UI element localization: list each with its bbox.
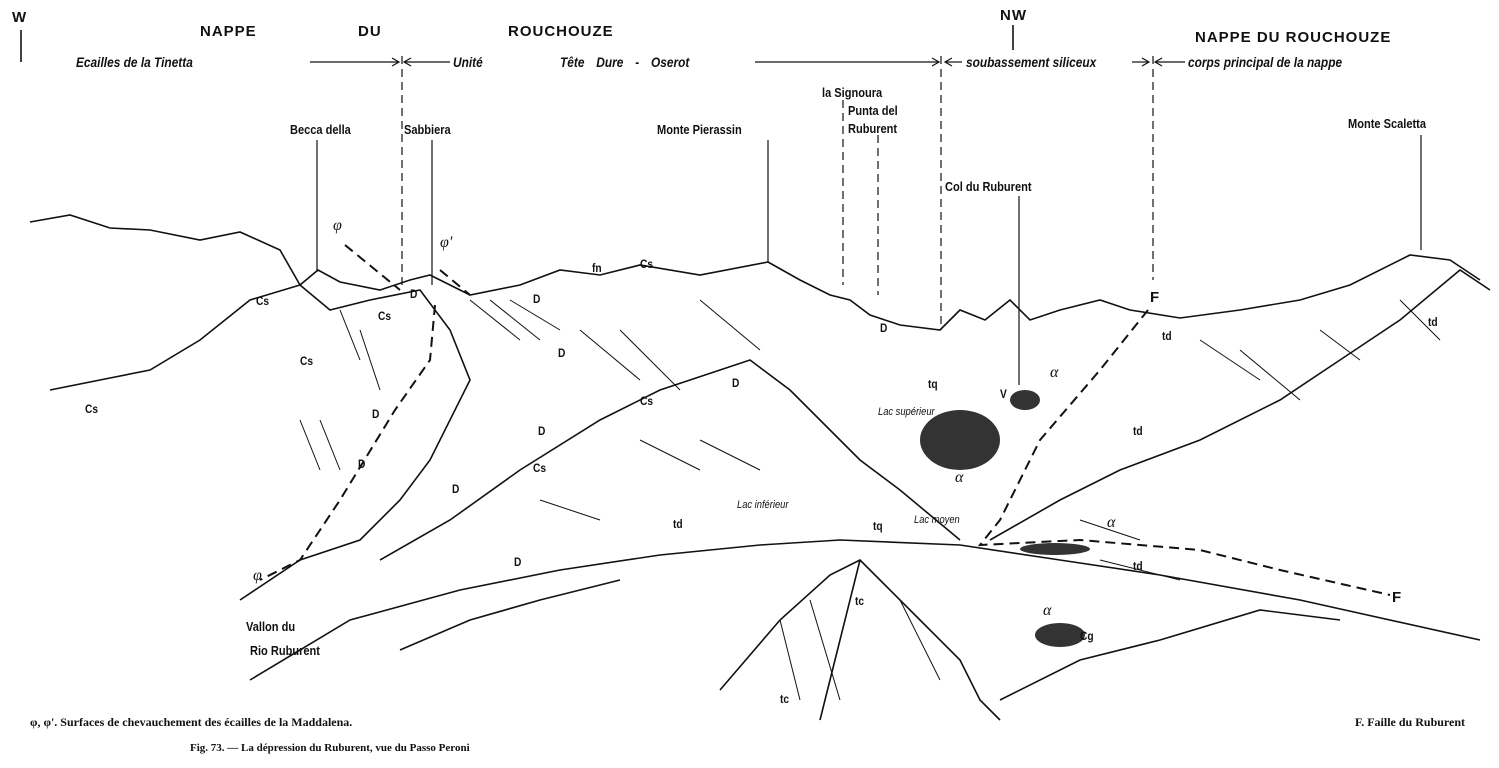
peak-pierassin: Monte Pierassin: [657, 122, 742, 137]
phi-prime-trace: [439, 269, 471, 296]
phi-trace: [344, 244, 401, 291]
thrust-and-fault-lines: [259, 244, 1391, 596]
vallon-label-1: Vallon du: [246, 619, 296, 634]
lac-moyen-shape: [1020, 543, 1090, 555]
lac-superieur-shape: [920, 410, 1000, 470]
cs-label: Cs: [85, 402, 99, 416]
lac-superieur-label: Lac supérieur: [878, 406, 935, 418]
lac-moyen-label: Lac moyen: [914, 514, 960, 526]
cs-label: Cs: [533, 461, 547, 475]
fault-symbol-lower: F: [1392, 589, 1403, 606]
phi-symbol: φ: [333, 217, 342, 234]
west-label: W: [12, 9, 28, 26]
cg-outcrop-shape: [1035, 623, 1085, 647]
td-label: td: [1133, 424, 1143, 438]
rouchouze-word: ROUCHOUZE: [508, 23, 614, 40]
unit-arrows: [310, 57, 1185, 67]
d-label: D: [452, 482, 460, 496]
rock-hatching: [299, 299, 1441, 701]
vallon-label-2: Rio Ruburent: [250, 643, 320, 658]
ecailles-label: Ecailles de la Tinetta: [76, 54, 193, 70]
alpha-label: α: [955, 469, 964, 486]
d-label: D: [410, 287, 418, 301]
lower-spur: [399, 579, 1341, 701]
nappe-word: NAPPE: [200, 23, 257, 40]
peak-becca: Becca della: [290, 122, 351, 137]
right-nappe-title: NAPPE DU ROUCHOUZE: [1195, 29, 1392, 46]
td-label: td: [673, 517, 683, 531]
phi-legend: φ, φ'. Surfaces de chevauchement des éca…: [30, 715, 353, 729]
cs-label: Cs: [640, 257, 654, 271]
peak-punta-2: Ruburent: [848, 121, 898, 136]
td-label: td: [1133, 559, 1143, 573]
peak-leaders: [316, 135, 1422, 385]
tc-label: tc: [855, 594, 865, 608]
cs-label: Cs: [378, 309, 392, 323]
unit-boundaries: [401, 56, 1154, 330]
central-ridge: [379, 359, 961, 561]
cs-label: Cs: [640, 394, 654, 408]
du-word: DU: [358, 23, 382, 40]
col-du-ruburent: Col du Ruburent: [945, 179, 1032, 194]
skyline-ridge: [29, 214, 1481, 331]
lakes: [920, 390, 1090, 647]
phi-prime-symbol: φ': [440, 234, 453, 251]
cg-label: Cg: [1080, 629, 1094, 643]
d-label: D: [558, 346, 566, 360]
d-label: D: [372, 407, 380, 421]
cs-label: Cs: [300, 354, 314, 368]
peak-scaletta: Monte Scaletta: [1348, 116, 1426, 131]
alpha-label: α: [1043, 602, 1052, 619]
peak-punta-1: Punta del: [848, 103, 898, 118]
phi-symbol-lower: φ: [253, 567, 262, 584]
d-label: D: [514, 555, 522, 569]
fault-trace: [977, 309, 1391, 596]
d-label: D: [732, 376, 740, 390]
soubassement-label: soubassement siliceux: [966, 54, 1097, 70]
peak-signoura: la Signoura: [822, 85, 883, 100]
tc-label: tc: [780, 692, 790, 706]
figure-caption: Fig. 73. — La dépression du Ruburent, vu…: [190, 742, 470, 754]
tq-label: tq: [873, 519, 883, 533]
d-label: D: [880, 321, 888, 335]
northwest-label: NW: [1000, 7, 1027, 24]
foreground-peak: [719, 559, 1001, 721]
peak-sabbiera: Sabbiera: [404, 122, 451, 137]
d-label: D: [358, 457, 366, 471]
fn-label: fn: [592, 261, 602, 275]
lac-inferieur-label: Lac inférieur: [737, 499, 789, 511]
v-label: V: [1000, 387, 1007, 401]
tq-label: tq: [928, 377, 938, 391]
td-label: td: [1162, 329, 1172, 343]
right-slope: [989, 269, 1491, 541]
cs-label: Cs: [256, 294, 270, 308]
td-label: td: [1428, 315, 1438, 329]
phi-surface-trace: [259, 304, 436, 581]
valley-floor: [249, 539, 1481, 681]
fault-symbol-upper: F: [1150, 289, 1161, 306]
tete-dure-label: Tête Dure - Oserot: [560, 54, 690, 70]
unite-label: Unité: [453, 54, 483, 70]
alpha-label: α: [1107, 514, 1116, 531]
d-label: D: [538, 424, 546, 438]
corps-label: corps principal de la nappe: [1188, 54, 1343, 70]
alpha-label: α: [1050, 364, 1059, 381]
fault-legend: F. Faille du Ruburent: [1355, 715, 1466, 729]
d-label: D: [533, 292, 541, 306]
foreground-ridge-left: [49, 284, 471, 601]
